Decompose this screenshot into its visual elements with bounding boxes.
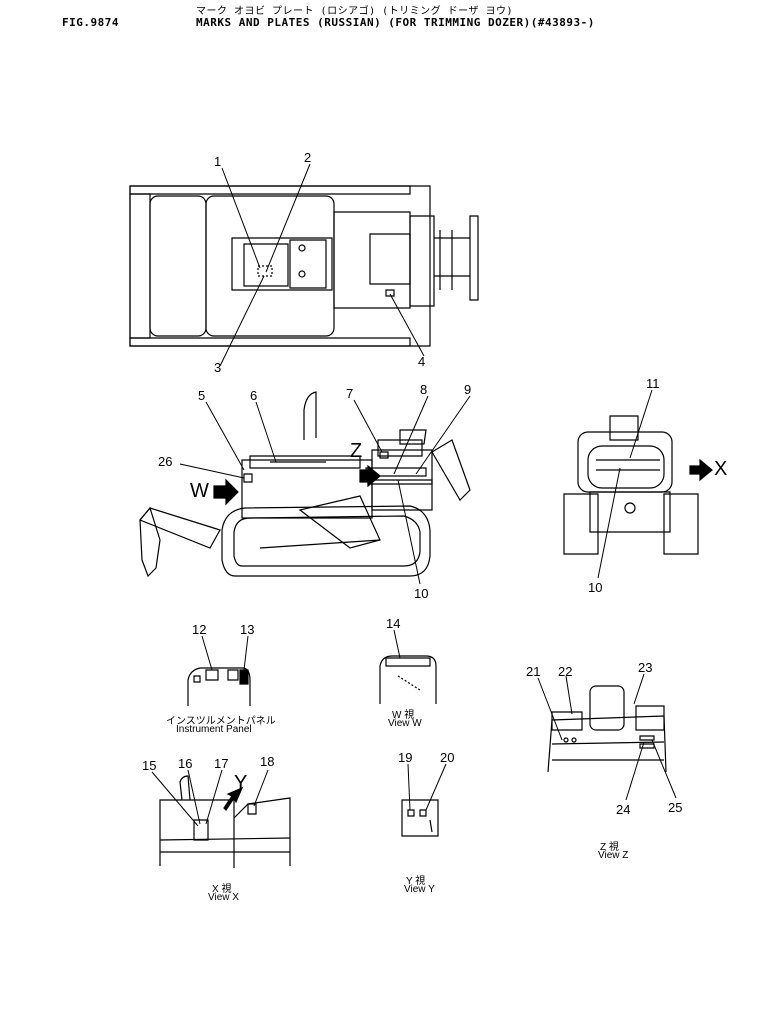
callout-13: 13: [240, 622, 255, 637]
callout-1: 1: [214, 154, 222, 169]
callout-25: 25: [668, 800, 683, 815]
callout-15: 15: [142, 758, 157, 773]
view-arrow-y-label: Y: [234, 772, 248, 794]
view-x-drawing: [160, 776, 290, 868]
instrument-panel-caption-jp: インスツルメントパネル: [166, 716, 276, 727]
figure-id: FIG.9874: [62, 16, 119, 29]
callout-17: 17: [214, 756, 229, 771]
leader-lines: [152, 164, 676, 826]
rear-view-dozer: [564, 416, 712, 554]
callout-4: 4: [418, 354, 426, 369]
view-y-drawing: [402, 800, 438, 836]
callout-26: 26: [158, 454, 173, 469]
callout-21: 21: [526, 664, 541, 679]
callout-6: 6: [250, 388, 258, 403]
view-z-drawing: [548, 686, 666, 772]
subtitle-japanese: マーク オヨビ プレート (ロシアゴ) (トリミング ドーザ ヨウ): [196, 6, 514, 17]
view-x-caption-jp: X 視: [212, 884, 232, 895]
view-w-caption: View W: [388, 718, 422, 729]
callout-18: 18: [260, 754, 275, 769]
callout-9: 9: [464, 382, 472, 397]
callout-2: 2: [304, 150, 312, 165]
callout-23: 23: [638, 660, 653, 675]
view-x-caption: View X: [208, 892, 239, 903]
callout-16: 16: [178, 756, 193, 771]
view-arrow-z-label: Z: [350, 440, 363, 462]
view-arrow-w-label: W: [190, 480, 209, 502]
side-view-dozer: [140, 392, 470, 576]
view-w-drawing: [380, 656, 436, 704]
callout-3: 3: [214, 360, 222, 375]
callout-12: 12: [192, 622, 207, 637]
view-arrow-x-label: X: [714, 458, 728, 480]
diagram-title: MARKS AND PLATES (RUSSIAN) (FOR TRIMMING…: [196, 16, 595, 29]
view-z-caption: View Z: [598, 850, 629, 861]
callout-24: 24: [616, 802, 631, 817]
view-y-caption: View Y: [404, 884, 435, 895]
callout-5: 5: [198, 388, 206, 403]
callout-19: 19: [398, 750, 413, 765]
callout-22: 22: [558, 664, 573, 679]
view-w-caption-jp: W 視: [392, 710, 415, 721]
callout-8: 8: [420, 382, 428, 397]
callout-10-side: 10: [414, 586, 429, 601]
view-y-caption-jp: Y 視: [406, 876, 426, 887]
callout-14: 14: [386, 616, 401, 631]
callout-11: 11: [646, 376, 660, 391]
instrument-panel-caption: Instrument Panel: [176, 724, 252, 735]
callout-7: 7: [346, 386, 354, 401]
callout-10-rear: 10: [588, 580, 603, 595]
instrument-panel-drawing: [188, 668, 250, 706]
view-z-caption-jp: Z 視: [600, 842, 619, 853]
callout-20: 20: [440, 750, 455, 765]
top-view-dozer: [130, 186, 478, 346]
